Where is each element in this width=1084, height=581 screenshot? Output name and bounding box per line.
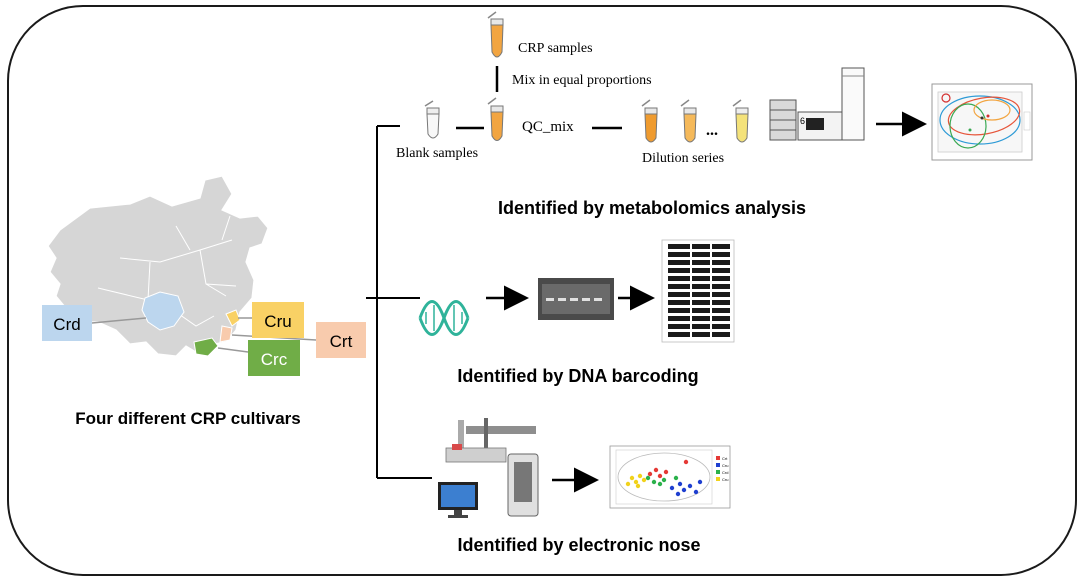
dna-helix-icon: [418, 300, 470, 336]
label-cru: Cru: [252, 302, 304, 338]
metabolomics-section: CRP samples Mix in equal proportions Bla…: [396, 11, 1033, 218]
china-map: [47, 175, 317, 357]
crp-samples-tube: [487, 11, 504, 58]
svg-text:6: 6: [800, 116, 805, 126]
crp-samples-label: CRP samples: [518, 41, 593, 56]
pca-legend: Crt Cru Crd Cru: [716, 456, 728, 482]
dilution-label: Dilution series: [642, 151, 724, 166]
pca-point: [669, 485, 675, 491]
region-crd: [141, 291, 185, 331]
qc-mix-tube: [487, 97, 504, 141]
pca-point: [681, 487, 687, 493]
pca-point: [675, 491, 681, 497]
dilution-tube: [680, 99, 697, 143]
qc-mix-label: QC_mix: [522, 119, 574, 135]
legend-label-2: Crd: [722, 470, 728, 475]
pca-point: [635, 483, 641, 489]
region-crc: [193, 337, 219, 357]
pca-point: [683, 459, 689, 465]
dilution-tubes: [641, 99, 749, 143]
label-crc: Crc: [248, 340, 300, 376]
enose-section: Crt Cru Crd Cru Identified by electronic…: [438, 418, 731, 555]
legend-swatch-1: [716, 463, 720, 467]
branch-connectors: [366, 125, 432, 479]
legend-swatch-3: [716, 477, 720, 481]
region-cru: [225, 309, 241, 327]
pca-point: [697, 479, 703, 485]
pca-point: [645, 475, 651, 481]
mix-label: Mix in equal proportions: [512, 73, 652, 88]
dilution-tube: [641, 99, 658, 143]
label-crt: Crt: [316, 322, 366, 358]
pca-point: [663, 469, 669, 475]
blank-label: Blank samples: [396, 146, 478, 161]
pca-point: [647, 471, 653, 477]
pca-point: [657, 481, 663, 487]
legend-swatch-0: [716, 456, 720, 460]
pca-point: [625, 481, 631, 487]
dilution-tube: [732, 99, 749, 143]
legend-label-1: Cru: [722, 463, 728, 468]
pca-point: [653, 467, 659, 473]
pls-da-plot: [931, 83, 1033, 161]
legend-swatch-2: [716, 470, 720, 474]
metabolomics-caption: Identified by metabolomics analysis: [498, 198, 806, 218]
electronic-nose-instrument-icon: [438, 418, 539, 518]
legend-label-0: Crt: [722, 456, 728, 461]
pca-point: [637, 473, 643, 479]
ellipsis: ...: [706, 122, 718, 139]
region-crt: [219, 325, 233, 343]
label-box: [252, 302, 304, 338]
map-title: Four different CRP cultivars: [75, 409, 300, 428]
pca-point: [677, 481, 683, 487]
pca-point: [633, 479, 639, 485]
pca-point: [657, 473, 663, 479]
label-box: [248, 340, 300, 376]
pca-point: [641, 477, 647, 483]
legend-label-3: Cru: [722, 477, 728, 482]
label-text: Crd: [53, 315, 80, 334]
pca-point: [651, 479, 657, 485]
gel-image: [538, 278, 614, 320]
label-box: [316, 322, 366, 358]
lcms-instrument-icon: 6: [769, 67, 865, 141]
sequence-alignment-image: [661, 239, 735, 343]
pca-point: [673, 475, 679, 481]
pca-plot: Crt Cru Crd Cru: [609, 445, 731, 509]
blank-tube: [424, 100, 440, 139]
label-text: Cru: [264, 312, 291, 331]
label-text: Crc: [261, 350, 288, 369]
label-text: Crt: [330, 332, 353, 351]
connector-crd: [91, 317, 147, 324]
connector-crc: [217, 347, 249, 353]
pca-point: [687, 483, 693, 489]
label-box: [42, 305, 92, 341]
pca-point: [693, 489, 699, 495]
dna-section: Identified by DNA barcoding: [418, 239, 735, 386]
pca-point: [629, 475, 635, 481]
label-crd: Crd: [42, 305, 92, 341]
pca-point: [661, 477, 667, 483]
dna-caption: Identified by DNA barcoding: [457, 366, 698, 386]
enose-caption: Identified by electronic nose: [457, 535, 700, 555]
